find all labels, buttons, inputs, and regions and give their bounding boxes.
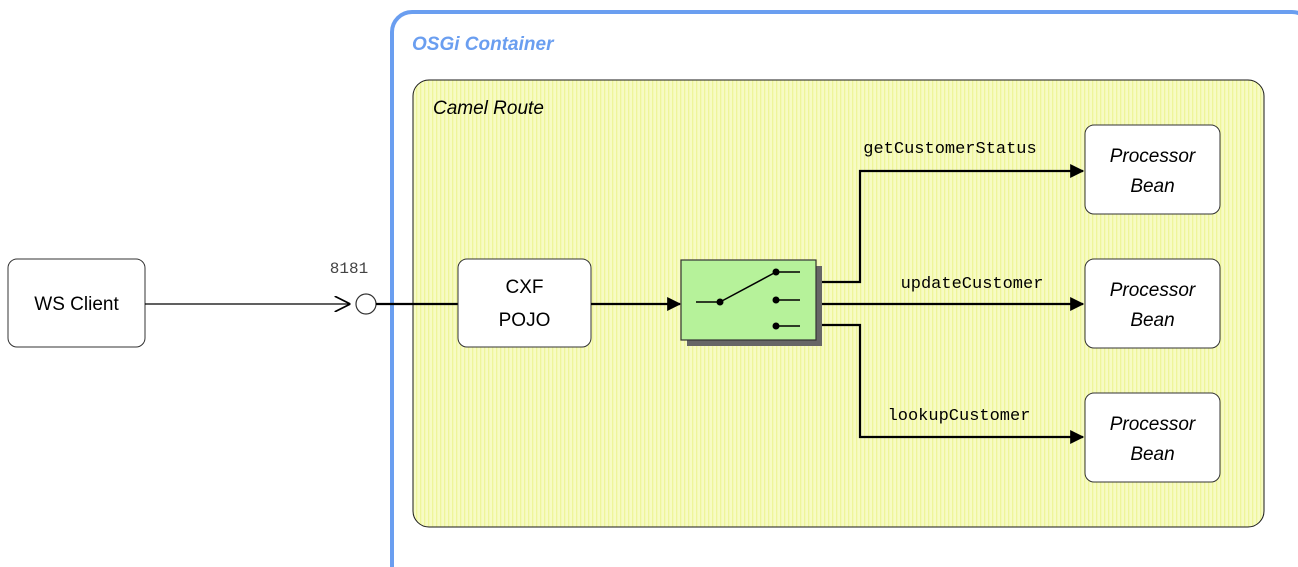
route-connector-lookup-customer	[822, 323, 1085, 444]
route-connector-get-customer-status	[822, 164, 1085, 284]
ws-client-box	[7, 258, 146, 348]
osgi-container-label: OSGi Container	[412, 34, 555, 55]
processor-bean-box	[1084, 124, 1221, 215]
operation-label-get-customer-status: getCustomerStatus	[863, 140, 1036, 159]
ws-client-label: WS Client	[34, 294, 119, 315]
processor-bean-label-line1: Processor	[1110, 414, 1196, 435]
processor-bean-box	[1084, 258, 1221, 349]
processor-bean-label-line1: Processor	[1110, 280, 1196, 301]
operation-label-update-customer: updateCustomer	[901, 275, 1044, 294]
processor-bean-box	[1084, 392, 1221, 483]
processor-bean-label-line2: Bean	[1130, 444, 1174, 465]
endpoint-port	[355, 293, 377, 315]
cxf-label-line1: CXF	[506, 277, 544, 298]
processor-bean-label-line2: Bean	[1130, 176, 1174, 197]
processor-bean-label-line2: Bean	[1130, 310, 1174, 331]
camel-route-label: Camel Route	[433, 98, 544, 119]
operation-label-lookup-customer: lookupCustomer	[888, 407, 1031, 426]
cxf-pojo-box	[457, 258, 592, 348]
cxf-label-line2: POJO	[499, 310, 551, 331]
processor-bean-label-line1: Processor	[1110, 146, 1196, 167]
port-label: 8181	[330, 260, 368, 278]
content-router-icon	[680, 259, 822, 346]
